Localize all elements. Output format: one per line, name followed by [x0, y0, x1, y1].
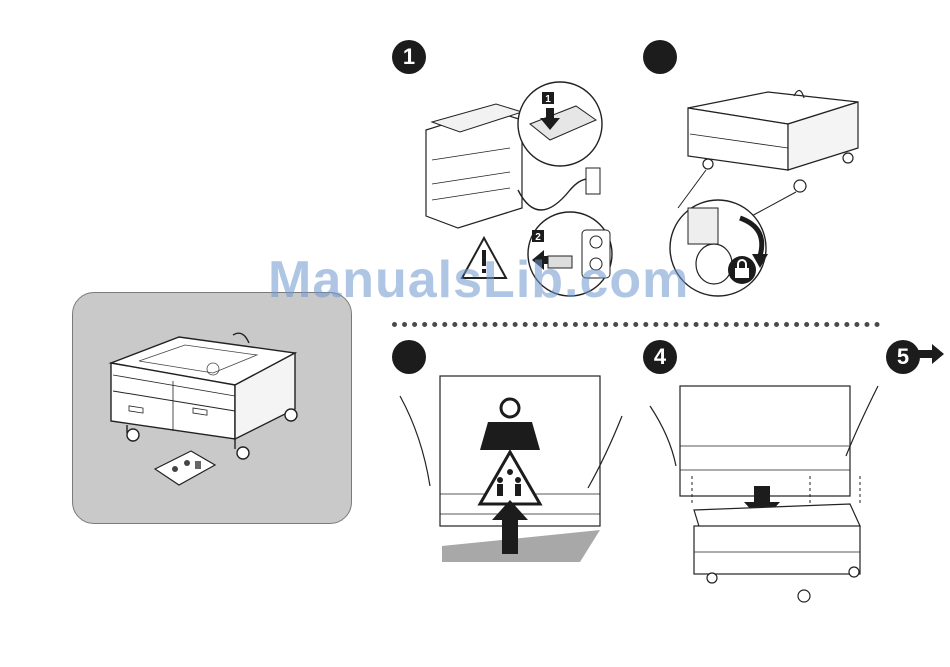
section-divider	[392, 322, 880, 327]
overview-panel	[72, 292, 352, 524]
switch-step-marker: 1	[545, 94, 551, 105]
step-5-badge: 5	[886, 340, 920, 374]
right-arrow-icon	[918, 344, 946, 364]
feeder-cabinet-illustration	[73, 293, 351, 523]
padlock-icon	[728, 256, 756, 284]
step-4-badge: 4	[643, 340, 677, 374]
plug-step-marker: 2	[535, 232, 541, 243]
step-4-illustration	[650, 376, 878, 604]
floor-shadow	[442, 530, 600, 562]
step-1-badge: 1	[392, 40, 426, 74]
step-3-badge	[392, 340, 426, 374]
step-2-badge	[643, 40, 677, 74]
step-3-illustration	[400, 376, 622, 562]
watermark: ManualsLib.com	[268, 250, 689, 310]
